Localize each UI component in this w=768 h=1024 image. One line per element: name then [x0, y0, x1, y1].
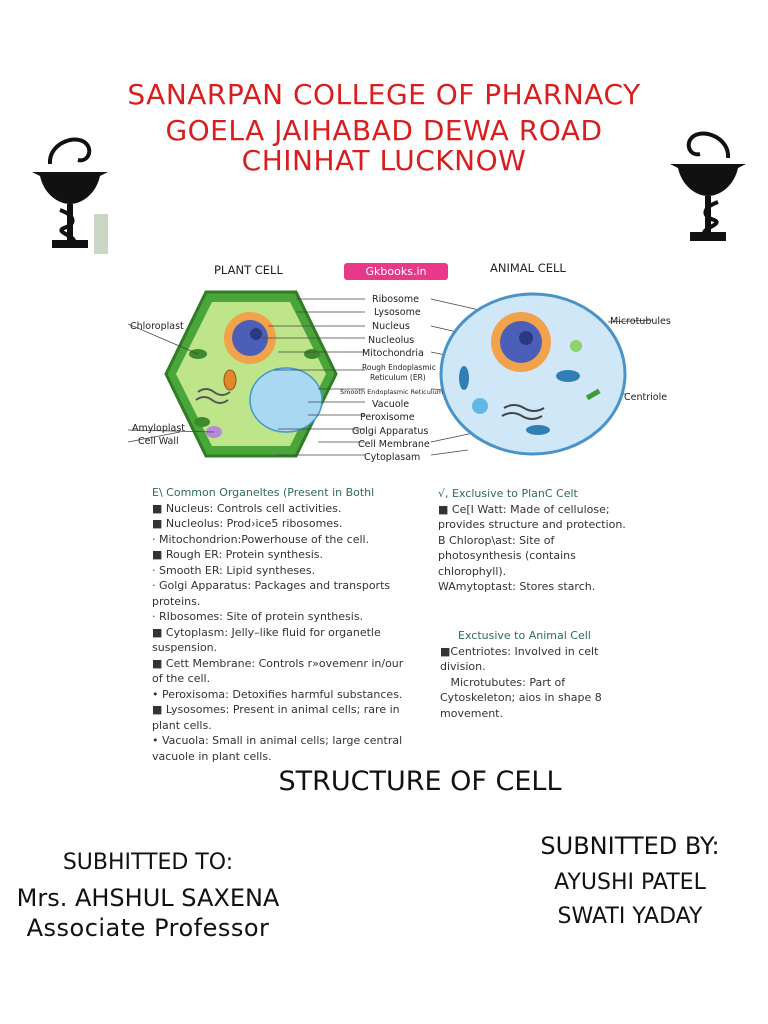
submitted-to-label: SUBHITTED TO: — [62, 850, 234, 875]
note-line: proteins. — [152, 594, 201, 608]
animal-centriole — [585, 388, 601, 401]
submitted-by-name: AYUSHI PATEL — [554, 870, 706, 895]
note-line: ■ Rough ER: Protein synthesis. — [152, 548, 323, 561]
label-amyloplast: Amyloplast — [132, 423, 185, 434]
animal-vacuole — [472, 398, 488, 414]
note-line: of the cell. — [152, 672, 211, 685]
plant-nucleolus — [250, 328, 262, 340]
common-organelles-notes: E\ Common Organeltes (Present in Bothl ■… — [152, 485, 403, 764]
plant-vacuole — [249, 367, 323, 433]
animal-mitochondrion — [556, 370, 580, 382]
note-line: · Smooth ER: Lipid syntheses. — [152, 563, 316, 577]
label-nucleus: Nucleus — [372, 321, 410, 332]
animal-nucleolus — [519, 331, 533, 345]
label-cell-membrane: Cell Membrane — [358, 439, 430, 450]
right-label-column: Microtubules Centriole — [610, 316, 671, 403]
label-peroxisome: Peroxisome — [360, 412, 415, 423]
animal-cell-title: ANIMAL CELL — [490, 261, 566, 275]
animal-mitochondrion — [459, 366, 469, 390]
note-line: ■ Cytoplasm: Jelly–like fluid for organe… — [152, 625, 381, 639]
note-line: · RIbosomes: Site of protein synthesis. — [152, 610, 364, 623]
label-microtubules: Microtubules — [610, 316, 671, 327]
note-line: ■ Ce[I Watt: Made of cellulose; — [438, 502, 610, 516]
label-chloroplast: Chloroplast — [130, 321, 184, 332]
note-line: WAmytoptast: Stores starch. — [438, 580, 596, 593]
animal-exclusive-heading: Exctusive to Animal Cell — [458, 629, 591, 642]
label-rough-er: Rough Endoplasmic — [362, 363, 436, 372]
animal-cell-membrane — [439, 292, 627, 456]
note-line: ■ Nucleus: Controls cell activities. — [152, 501, 342, 515]
note-line: plant cells. — [152, 718, 212, 732]
note-line: • Vacuola: Small in animal cells; large … — [152, 734, 403, 747]
note-line: division. — [440, 660, 486, 673]
note-line: ■ Nucleolus: Prod›ice5 ribosomes. — [152, 517, 343, 530]
label-golgi: Golgi Apparatus — [352, 426, 428, 437]
center-label-column: Ribosome Lysosome Nucleus Nucleolus Mito… — [340, 294, 443, 463]
label-ribosome: Ribosome — [372, 294, 419, 305]
animal-mitochondrion — [526, 425, 550, 435]
note-line: movement. — [440, 706, 503, 720]
submitted-to-role: Associate Professor — [26, 914, 270, 942]
note-line: Cytoskeleton; aios in shape 8 — [440, 691, 602, 704]
bowl-of-hygieia-icon — [670, 131, 746, 241]
label-rough-er-2: Reticulum (ER) — [370, 373, 426, 382]
plant-exclusive-notes: √, Exclusive to PlanC Celt ■ Ce[I Watt: … — [438, 486, 626, 595]
label-nucleolus: Nucleolus — [368, 335, 414, 346]
label-smooth-er: Smooth Endoplasmic Reticulum — [340, 388, 443, 396]
note-line: · Mitochondrion:Powerhouse of the cell. — [152, 532, 370, 546]
watermark-badge: Gkbooks.in — [344, 263, 448, 280]
cell-diagram — [128, 290, 654, 458]
label-cell-wall: Cell Wall — [138, 436, 179, 447]
plant-chloroplast — [304, 349, 320, 359]
note-line: photosynthesis (contains — [438, 549, 576, 562]
label-centriole: Centriole — [624, 392, 667, 403]
animal-exclusive-notes: Exctusive to Animal Cell ■Centriotes: In… — [440, 628, 602, 721]
note-line: provides structure and protection. — [438, 518, 626, 531]
bowl-of-hygieia-icon — [32, 137, 108, 254]
submitted-to-name: Mrs. AHSHUL SAXENA — [16, 884, 280, 912]
label-vacuole: Vacuole — [372, 399, 409, 410]
left-label-column: Chloroplast Amyloplast Cell Wall — [130, 321, 185, 447]
plant-chloroplast — [194, 417, 210, 427]
note-line: chlorophyll). — [438, 564, 507, 578]
note-line: B Chlorop\ast: Site of — [438, 533, 555, 547]
note-line: ■ Cett Membrane: Controls r»ovemenr in/o… — [152, 656, 404, 670]
note-line: ■Centriotes: Involved in celt — [440, 644, 599, 658]
note-line: ■ Lysosomes: Present in animal cells; ra… — [152, 703, 400, 716]
document-title: STRUCTURE OF CELL — [278, 766, 562, 797]
college-address: GOELA JAIHABAD DEWA ROAD — [165, 114, 603, 147]
plant-mitochondrion — [223, 369, 237, 391]
plant-exclusive-heading: √, Exclusive to PlanC Celt — [438, 487, 578, 500]
plant-cell-title: PLANT CELL — [214, 263, 283, 277]
animal-peroxisome — [570, 340, 582, 352]
label-lysosome: Lysosome — [374, 307, 421, 318]
label-mitochondria: Mitochondria — [362, 348, 424, 359]
submitted-by-name: SWATI YADAY — [557, 904, 703, 929]
label-cytoplasm: Cytoplasam — [364, 452, 420, 463]
note-line: · Golgi Apparatus: Packages and transpor… — [152, 579, 391, 592]
submitted-by-label: SUBNITTED BY: — [540, 832, 720, 860]
note-line: Microtubutes: Part of — [440, 675, 566, 689]
college-city: CHINHAT LUCKNOW — [241, 144, 527, 177]
note-line: • Peroxisoma: Detoxifies harmful substan… — [152, 687, 403, 701]
plant-golgi — [195, 388, 231, 404]
college-name: SANARPAN COLLEGE OF PHARNACY — [127, 78, 641, 111]
note-line: vacuole in plant cells. — [152, 749, 272, 763]
note-line: suspension. — [152, 641, 218, 654]
common-heading: E\ Common Organeltes (Present in Bothl — [152, 486, 375, 499]
animal-golgi — [501, 404, 545, 420]
